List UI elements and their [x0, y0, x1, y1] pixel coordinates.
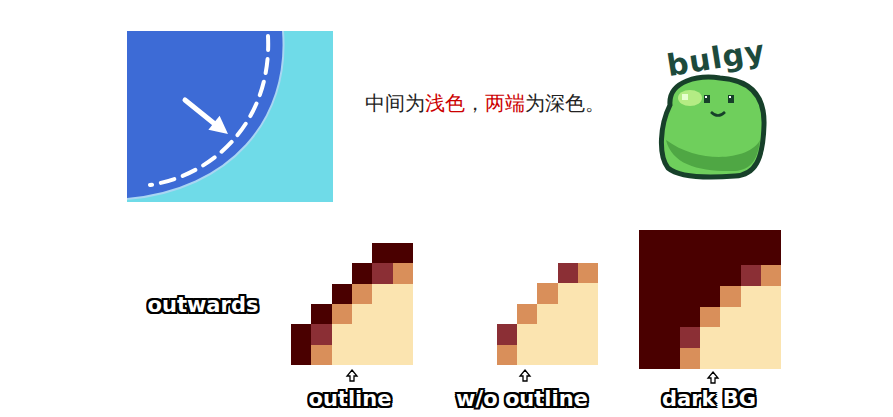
pixel-outline-example: [291, 243, 413, 365]
pixel-darkbg-example: [700, 327, 781, 369]
pixel-outline-example: [352, 284, 372, 304]
pixel-darkbg-example: [680, 348, 700, 369]
pixel-darkbg-example: [741, 286, 781, 307]
pixel-plain-example: [537, 304, 598, 324]
pixel-plain-example: [497, 263, 598, 365]
curve-illustration: [127, 31, 333, 202]
pixel-darkbg-example: [720, 286, 740, 307]
pixel-outline-example: [372, 243, 413, 263]
pixel-plain-example: [517, 304, 537, 324]
example-caption: w/o outline: [456, 387, 588, 411]
curve-illustration: [127, 31, 284, 199]
handwritten-title: bulgy: [664, 33, 767, 83]
example-caption: dark BG: [662, 387, 756, 411]
pixel-outline-example: [332, 304, 352, 324]
slime-illustration: [666, 140, 760, 171]
pixel-outline-example: [291, 324, 311, 365]
pixel-darkbg-example: [700, 307, 720, 328]
pixel-darkbg-example: [680, 265, 781, 369]
note-text: 为深色。: [525, 91, 605, 115]
note-sentence: 中间为浅色，两端为深色。: [365, 90, 605, 116]
slime-illustration: [661, 77, 764, 177]
slime-illustration: [711, 112, 725, 116]
pixel-outline-example: [311, 345, 331, 365]
pixel-outline-example: [311, 304, 331, 324]
pixel-outline-example: [332, 324, 413, 365]
pixel-outline-example: [372, 263, 392, 283]
example-caption: outline: [308, 387, 391, 411]
slime-illustration: [682, 94, 688, 100]
slime-illustration: [728, 95, 734, 103]
pixel-darkbg-example: [741, 265, 761, 286]
highlight-text: 两端: [485, 91, 525, 115]
pixel-plain-example: [558, 283, 598, 303]
up-pointer-symbols: [708, 372, 718, 383]
curve-illustration: [185, 100, 216, 125]
pixel-plain-example: [497, 345, 517, 365]
pixel-plain-example: [497, 324, 517, 344]
up-pointer-symbols: [347, 370, 357, 381]
up-pointer-symbols: [520, 370, 530, 381]
pixel-outline-example: [393, 263, 413, 283]
pixel-outline-example: [311, 324, 331, 344]
row-label: outwards: [148, 293, 259, 317]
pixel-darkbg-example: [680, 327, 700, 348]
dark-background: [639, 230, 781, 369]
up-pointer-symbols: [347, 370, 718, 383]
slime-illustration: [704, 95, 710, 103]
curve-illustration: [127, 31, 333, 202]
slime-illustration: [678, 90, 702, 106]
highlight-text: 浅色: [425, 91, 465, 115]
slime-illustration: [705, 96, 707, 98]
pixel-plain-example: [517, 324, 598, 365]
pixel-plain-example: [578, 263, 598, 283]
slime-illustration: [729, 96, 731, 98]
pixel-outline-example: [332, 284, 352, 304]
pixel-outline-example: [352, 304, 413, 324]
pixel-plain-example: [558, 263, 578, 283]
curve-illustration: [150, 36, 268, 185]
curve-illustration: [208, 116, 228, 134]
pixel-outline-example: [372, 284, 413, 304]
note-text: 中间为: [365, 91, 425, 115]
pixel-outline-example: [352, 263, 372, 283]
pixel-darkbg-example: [720, 307, 781, 328]
pixel-darkbg-example: [761, 265, 781, 286]
note-text: ，: [465, 91, 485, 115]
curve-illustration: [127, 31, 284, 199]
slime-illustration: [661, 77, 764, 177]
pixel-plain-example: [537, 283, 557, 303]
